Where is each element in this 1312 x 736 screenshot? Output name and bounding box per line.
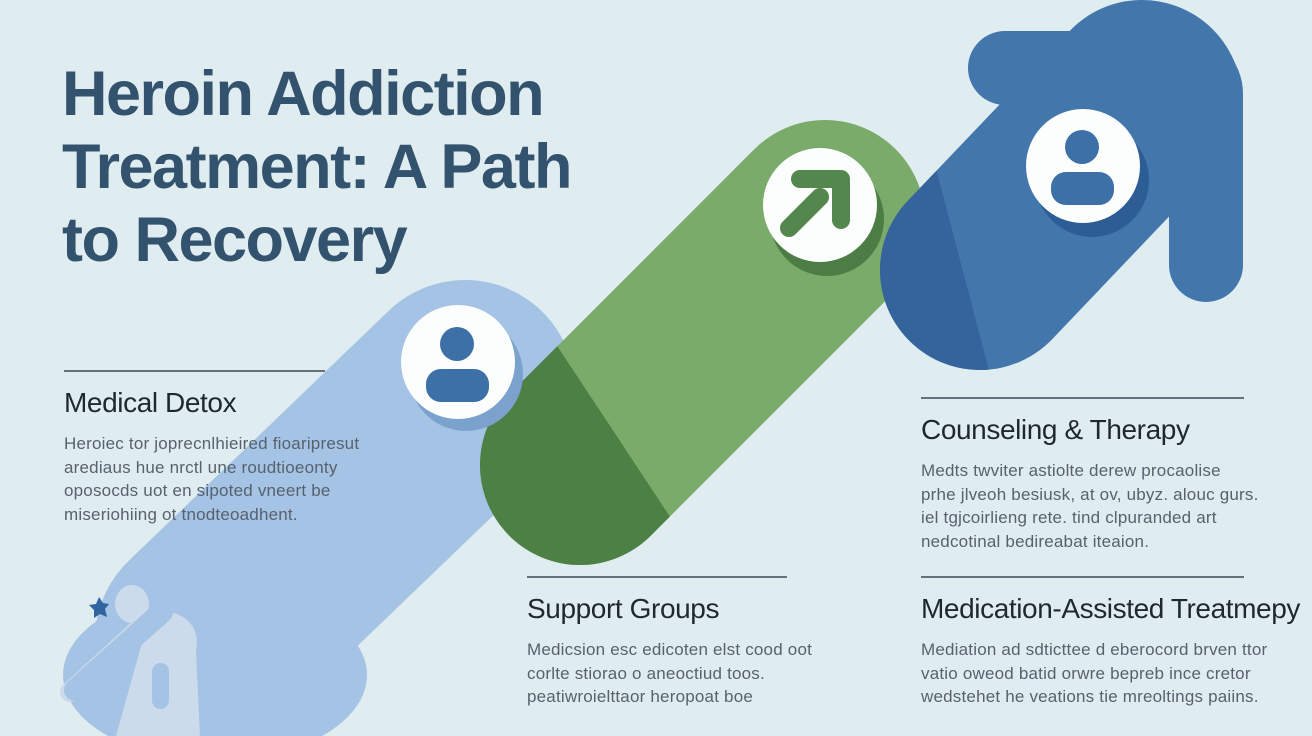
step-badge-detox bbox=[401, 305, 523, 431]
section-divider bbox=[64, 370, 325, 372]
path-segment-arrow bbox=[700, 0, 1243, 420]
section-heading: Counseling & Therapy bbox=[921, 414, 1190, 445]
person-icon bbox=[1051, 130, 1114, 205]
section-body: Heroiec tor joprecnlhieired fioaripresut… bbox=[64, 434, 360, 524]
person-icon bbox=[426, 327, 489, 402]
blue-shadow-wedge bbox=[700, 100, 1002, 420]
section-medication-assisted-treatment: Medication-Assisted Treatmepy Mediation … bbox=[921, 576, 1301, 709]
step-badge-counseling bbox=[1026, 109, 1140, 223]
step-badge-support bbox=[763, 148, 877, 262]
section-heading: Medication-Assisted Treatmepy bbox=[921, 593, 1301, 624]
section-support-groups: Support Groups Medicsion esc edicoten el… bbox=[527, 576, 827, 709]
section-divider bbox=[921, 397, 1244, 399]
section-body: Medicsion esc edicoten elst cood oot cor… bbox=[527, 640, 813, 706]
section-heading: Support Groups bbox=[527, 593, 720, 624]
section-divider bbox=[527, 576, 787, 578]
section-heading: Medical Detox bbox=[64, 387, 237, 418]
section-counseling-therapy: Counseling & Therapy Medts twviter astio… bbox=[921, 397, 1281, 553]
section-divider bbox=[921, 576, 1244, 578]
section-medical-detox: Medical Detox Heroiec tor joprecnlhieire… bbox=[64, 370, 394, 526]
up-right-arrow-icon bbox=[780, 170, 850, 237]
bird-glyph bbox=[89, 597, 109, 618]
page-title: Heroin Addiction Treatment: A Path to Re… bbox=[62, 59, 572, 275]
section-body: Medts twviter astiolte derew procaolise … bbox=[921, 461, 1259, 551]
decorative-figure bbox=[60, 585, 200, 736]
arrowhead-corner bbox=[968, 31, 1243, 302]
section-body: Mediation ad sdticttee d eberocord brven… bbox=[921, 640, 1268, 706]
